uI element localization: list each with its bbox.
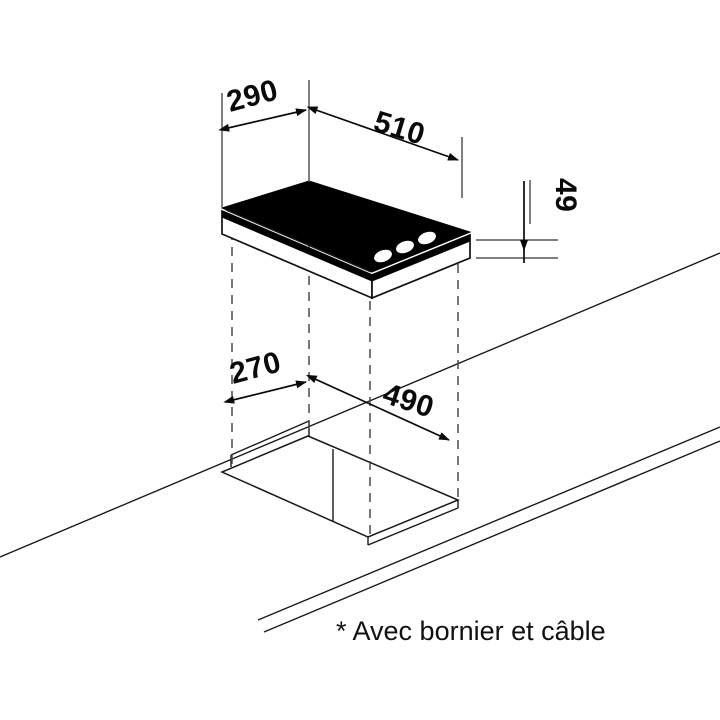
dimension-270: 270 [223,346,307,404]
dimension-line-490 [305,374,450,441]
dimension-label-270: 270 [226,346,284,391]
dimension-label-290: 290 [223,74,281,119]
dimension-label-49: 49 [549,178,582,212]
control-knob-3[interactable] [417,230,438,246]
control-knob-2[interactable] [395,239,416,255]
hob-bevel-line [225,209,372,273]
dimension-490: 490 [305,374,450,441]
hob-edge-band-right [371,234,471,282]
dimension-line-510 [306,106,459,161]
dimension-510: 510 [306,105,459,161]
footnote-label: * Avec bornier et câble [336,616,606,646]
countertop-group [0,252,720,633]
dimension-line-270 [223,380,307,404]
dimension-label-490: 490 [379,377,438,424]
worktop-cutout [220,420,460,546]
countertop-front-edge-top [257,426,720,621]
countertop-front-edge-bottom [263,440,720,633]
dimension-49: 49 [520,178,582,263]
control-knob-1[interactable] [373,248,394,264]
hob-appliance [220,180,472,300]
cutout-inner-wall-back [230,420,310,456]
dimension-label-510: 510 [370,105,429,152]
dimension-290: 290 [218,74,307,132]
cutout-wall-bottom-edge [367,507,459,546]
dimension-line-290 [218,108,307,132]
extension-lines-height [476,239,558,259]
